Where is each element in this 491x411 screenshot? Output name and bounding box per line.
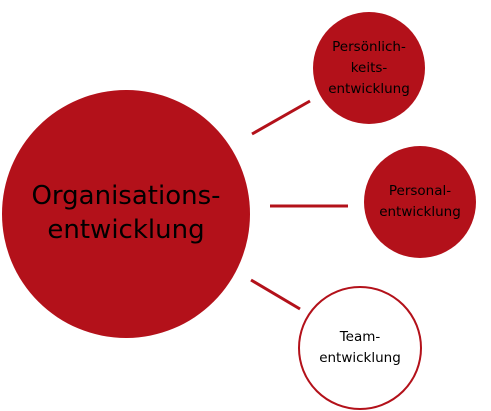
node-label-personlichkeitsentwicklung: Persönlich- keits- entwicklung bbox=[328, 38, 410, 97]
center-node-label: Organisations- entwicklung bbox=[31, 181, 221, 245]
node-label-teamentwicklung: Team- entwicklung bbox=[319, 329, 401, 366]
node-personlichkeitsentwicklung: Persönlich- keits- entwicklung bbox=[313, 12, 425, 124]
center-node-organisationsentwicklung: Organisations- entwicklung bbox=[2, 90, 250, 338]
node-label-personalentwicklung: Personal- entwicklung bbox=[379, 183, 461, 220]
node-teamentwicklung: Team- entwicklung bbox=[298, 286, 422, 410]
connector-teamentwicklung bbox=[250, 278, 301, 311]
node-personalentwicklung: Personal- entwicklung bbox=[364, 146, 476, 258]
connector-personlichkeitsentwicklung bbox=[251, 99, 311, 136]
